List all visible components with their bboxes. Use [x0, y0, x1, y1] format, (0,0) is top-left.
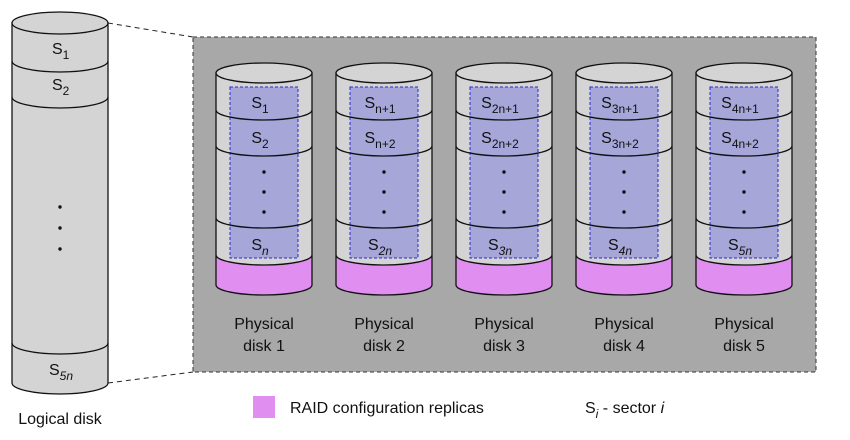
legend-replica-swatch — [253, 396, 275, 418]
logical-disk-label: Logical disk — [18, 411, 103, 428]
physical-disk-outline — [455, 73, 553, 296]
physical-disk-top — [215, 62, 313, 84]
raid-replica-region — [576, 255, 672, 295]
ellipsis-dot — [262, 170, 266, 174]
physical-disk-label: disk 5 — [723, 338, 765, 355]
physical-sector-label: S5n — [728, 237, 752, 258]
physical-disk-label: Physical — [594, 316, 654, 333]
physical-disk-divider — [455, 145, 553, 157]
physical-disk-divider — [695, 109, 793, 121]
physical-disk-divider — [215, 254, 313, 266]
logical-disk-divider — [11, 342, 109, 355]
logical-sector-label: S2 — [52, 77, 70, 98]
logical-disk-divider — [11, 60, 109, 73]
ellipsis-dot — [262, 210, 266, 214]
physical-sector-label: S2 — [251, 130, 269, 151]
connector-line-top — [107, 22, 194, 38]
ellipsis-dot — [742, 190, 746, 194]
physical-disk-divider — [455, 254, 553, 266]
physical-sector-label: S1 — [251, 95, 269, 116]
legend-replica-label: RAID configuration replicas — [290, 400, 484, 417]
physical-disk-divider — [335, 109, 433, 121]
physical-disk-label: Physical — [714, 316, 774, 333]
ellipsis-dot — [622, 210, 626, 214]
ellipsis-dot — [622, 190, 626, 194]
raid-replica-region — [216, 255, 312, 295]
physical-disk-outline — [695, 73, 793, 296]
physical-disk-divider — [455, 109, 553, 121]
physical-sector-label: S4n+1 — [721, 95, 759, 116]
physical-disk-divider — [695, 217, 793, 229]
logical-ellipsis — [58, 205, 62, 251]
ellipsis-dot — [382, 210, 386, 214]
physical-sector-label: Sn — [251, 237, 269, 258]
physical-disk-top — [575, 62, 673, 84]
physical-sector-label: Sn+1 — [364, 95, 395, 116]
physical-disk-top — [695, 62, 793, 84]
physical-disk-label: disk 3 — [483, 338, 525, 355]
ellipsis-dot — [742, 210, 746, 214]
physical-sector-label: S2n+2 — [481, 130, 519, 151]
physical-disk-label: disk 4 — [603, 338, 645, 355]
raid-replica-region — [336, 255, 432, 295]
logical-disk-top — [11, 11, 109, 35]
physical-disk-label: Physical — [474, 316, 534, 333]
physical-disk-divider — [335, 145, 433, 157]
physical-sector-label: S4n — [608, 237, 632, 258]
physical-disk-divider — [455, 217, 553, 229]
connector-line-bottom — [107, 371, 194, 384]
ellipsis-dot — [742, 170, 746, 174]
physical-sector-label: S2n — [368, 237, 392, 258]
physical-disk-label: disk 2 — [363, 338, 405, 355]
physical-disk-label: disk 1 — [243, 338, 285, 355]
physical-disk-divider — [335, 217, 433, 229]
physical-disk-divider — [575, 254, 673, 266]
raid-replica-region — [456, 255, 552, 295]
physical-disk-outline — [215, 73, 313, 296]
ellipsis-dot — [262, 190, 266, 194]
physical-disk-divider — [215, 217, 313, 229]
physical-disk-divider — [335, 254, 433, 266]
physical-disk-divider — [215, 109, 313, 121]
physical-disk-divider — [575, 109, 673, 121]
physical-disk-divider — [575, 145, 673, 157]
physical-disk-outline — [335, 73, 433, 296]
ellipsis-dot — [502, 210, 506, 214]
physical-disk-top — [455, 62, 553, 84]
physical-sector-label: Sn+2 — [364, 130, 395, 151]
logical-disk-divider — [11, 96, 109, 109]
logical-sector-label: S5n — [49, 362, 73, 383]
legend-sector-key: Si - sector i — [585, 400, 665, 421]
physical-sector-label: S3n+1 — [601, 95, 639, 116]
ellipsis-dot — [382, 170, 386, 174]
logical-sector-label: S1 — [52, 41, 70, 62]
physical-disk-divider — [215, 145, 313, 157]
physical-disk-divider — [695, 145, 793, 157]
physical-disk-top — [335, 62, 433, 84]
logical-disk: S1 S2 S5n — [11, 11, 109, 395]
physical-disk-label: Physical — [234, 316, 294, 333]
ellipsis-dot — [382, 190, 386, 194]
physical-disk-divider — [575, 217, 673, 229]
physical-disk-divider — [695, 254, 793, 266]
ellipsis-dot — [622, 170, 626, 174]
raid-replica-region — [696, 255, 792, 295]
physical-disk-label: Physical — [354, 316, 414, 333]
physical-sector-label: S3n — [488, 237, 512, 258]
ellipsis-dot — [502, 170, 506, 174]
physical-sector-label: S2n+1 — [481, 95, 519, 116]
ellipsis-dot — [502, 190, 506, 194]
physical-disk-outline — [575, 73, 673, 296]
physical-sector-label: S4n+2 — [721, 130, 759, 151]
physical-sector-label: S3n+2 — [601, 130, 639, 151]
